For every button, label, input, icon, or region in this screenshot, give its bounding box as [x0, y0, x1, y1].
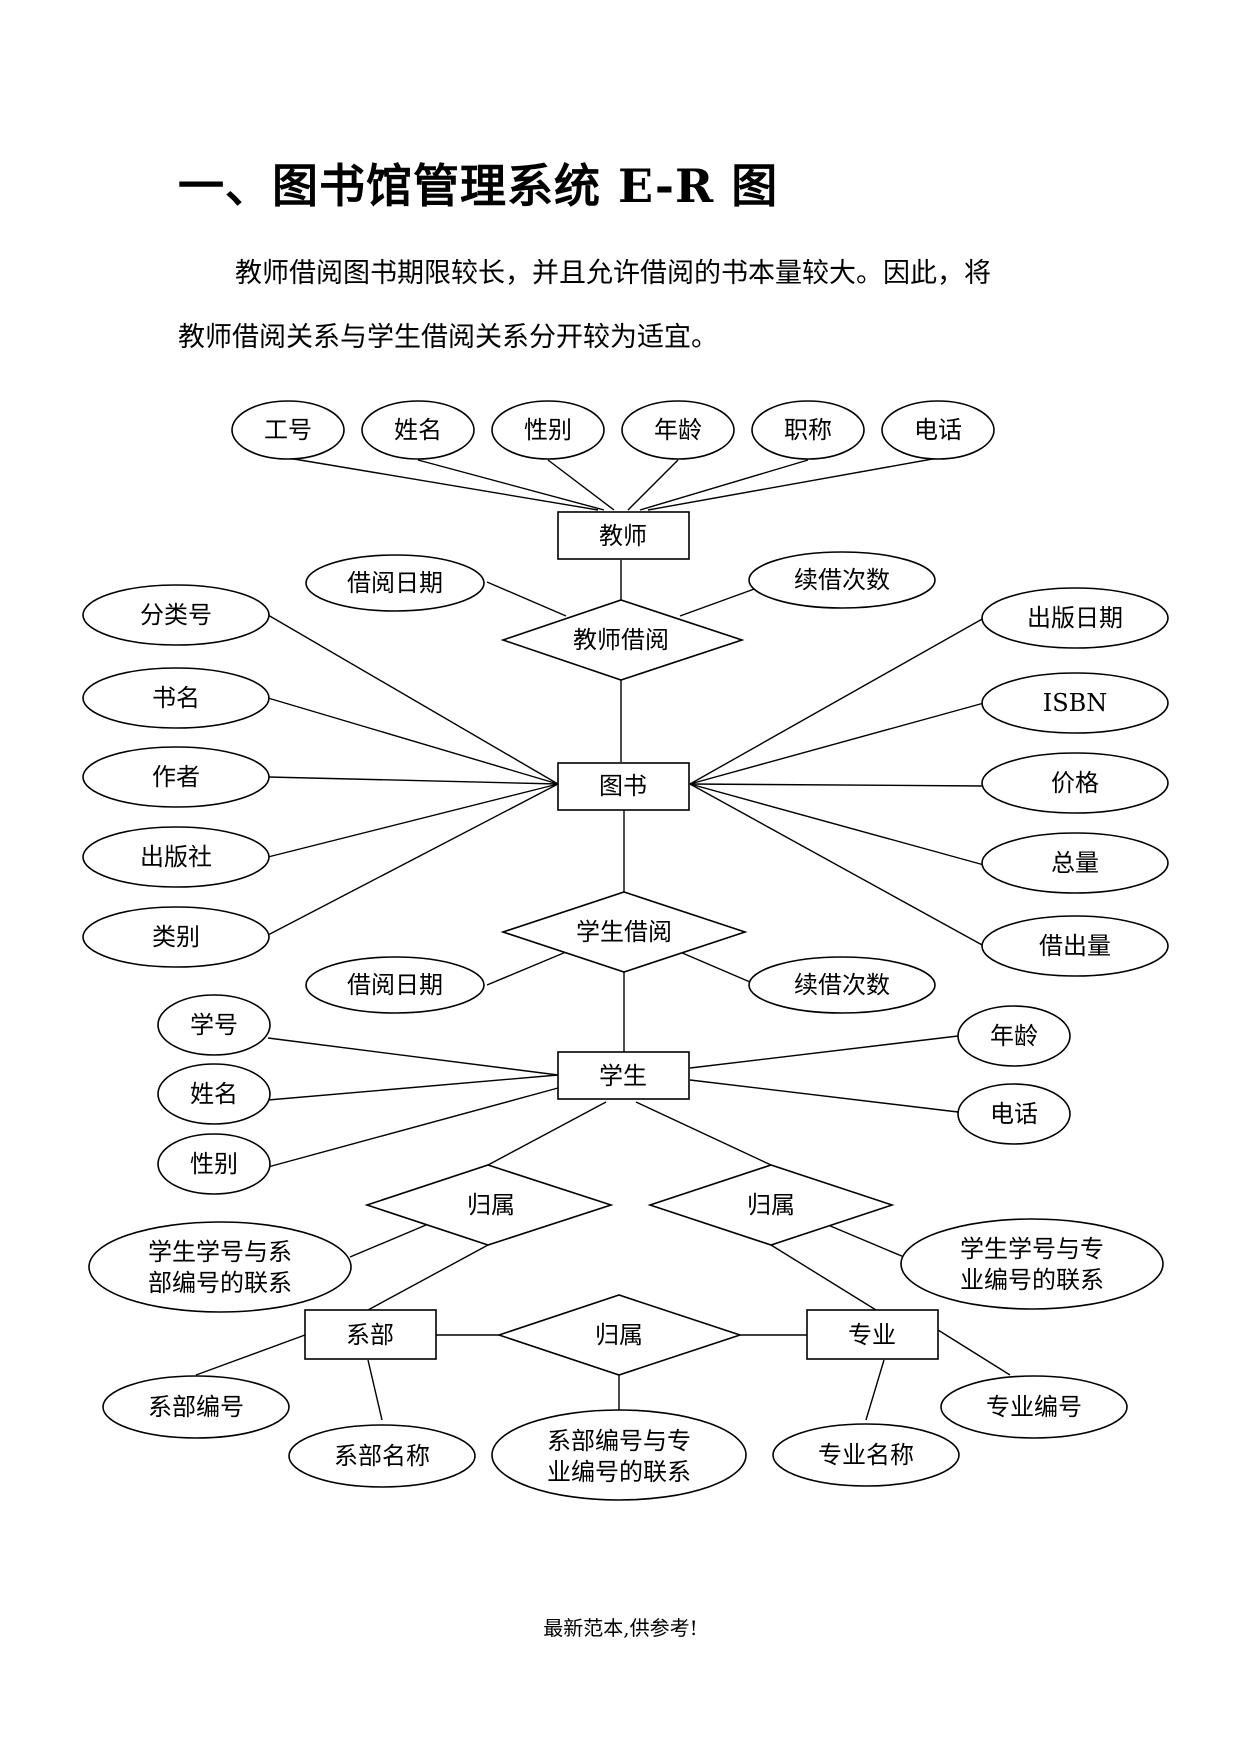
book-attr-ellipse — [82, 667, 270, 729]
student-attr-ellipse — [957, 1005, 1071, 1067]
student-borrow-attr-ellipse — [748, 956, 936, 1014]
relationship-teacher-borrow-diamond — [500, 599, 745, 681]
page-title: 一、图书馆管理系统 E-R 图 — [178, 159, 779, 213]
student-attr-label: 姓名 — [190, 1080, 238, 1108]
belong-dept-major-attr-ellipse — [491, 1409, 747, 1501]
relationship-student-borrow-label: 学生借阅 — [576, 918, 672, 946]
teacher-attr-ellipse — [881, 400, 995, 460]
book-attr-ellipse — [981, 672, 1169, 734]
teacher-attr-label: 工号 — [264, 416, 312, 444]
entity-teacher-label: 教师 — [599, 522, 647, 550]
book-attr-ellipse — [82, 826, 270, 888]
teacher-attr-label: 姓名 — [394, 416, 442, 444]
book-attr-label: 类别 — [152, 923, 200, 951]
relationship-belong-major-label: 归属 — [747, 1191, 795, 1219]
relationship-student-borrow-diamond — [500, 891, 748, 973]
entity-department-box — [304, 1309, 437, 1360]
relationship-belong-major-diamond — [647, 1164, 895, 1246]
student-borrow-attr-label: 续借次数 — [794, 971, 890, 999]
teacher-attr-ellipse — [361, 400, 475, 460]
belong-dept-major-attr-label-line2: 业编号的联系 — [547, 1458, 691, 1486]
major-attr-label: 专业编号 — [986, 1393, 1082, 1421]
teacher-borrow-attr-ellipse — [748, 551, 936, 609]
book-attr-ellipse — [981, 915, 1169, 977]
entity-department-label: 系部 — [346, 1321, 394, 1349]
student-borrow-attr-label: 借阅日期 — [347, 971, 443, 999]
book-attr-ellipse — [82, 746, 270, 808]
page-footer: 最新范本,供参考! — [543, 1616, 698, 1640]
book-attr-label: 作者 — [152, 763, 200, 791]
book-attr-ellipse — [82, 906, 270, 968]
student-attr-ellipse — [157, 1133, 271, 1195]
book-attr-label: 书名 — [152, 684, 200, 712]
entity-student-label: 学生 — [599, 1062, 647, 1090]
teacher-attr-ellipse — [231, 400, 345, 460]
entity-teacher-box — [557, 511, 690, 560]
relationship-belong-dept-major-label: 归属 — [595, 1321, 643, 1349]
relationship-belong-dept-diamond — [364, 1164, 614, 1246]
major-attr-label: 专业名称 — [818, 1441, 914, 1469]
book-attr-ellipse — [981, 832, 1169, 894]
book-attr-ellipse — [82, 584, 270, 646]
relationship-teacher-borrow-label: 教师借阅 — [573, 626, 669, 654]
belong-dept-major-attr-label-line1: 系部编号与专 — [547, 1427, 691, 1455]
teacher-borrow-attr-ellipse — [305, 554, 485, 612]
entity-major-box — [806, 1309, 939, 1360]
belong-dept-attr-label-line1: 学生学号与系 — [148, 1238, 292, 1266]
department-attr-label: 系部编号 — [148, 1393, 244, 1421]
book-attr-label: ISBN — [1043, 689, 1108, 717]
teacher-attr-label: 职称 — [784, 416, 832, 444]
book-attr-label: 分类号 — [140, 601, 212, 629]
entity-book-label: 图书 — [599, 772, 647, 800]
major-attr-ellipse — [772, 1423, 960, 1487]
connector-lines — [195, 457, 1011, 1421]
intro-paragraph-line-1: 教师借阅图书期限较长，并且允许借阅的书本量较大。因此，将 — [235, 258, 991, 289]
book-attr-label: 价格 — [1051, 769, 1099, 797]
belong-dept-attr-ellipse — [88, 1221, 352, 1313]
book-attr-label: 借出量 — [1039, 932, 1111, 960]
intro-paragraph-line-2: 教师借阅关系与学生借阅关系分开较为适宜。 — [178, 322, 718, 353]
entity-book-box — [557, 762, 690, 811]
major-attr-ellipse — [940, 1375, 1128, 1439]
belong-major-attr-ellipse — [900, 1218, 1164, 1310]
department-attr-ellipse — [102, 1375, 290, 1439]
book-attr-ellipse — [981, 587, 1169, 649]
student-attr-label: 学号 — [190, 1011, 238, 1039]
belong-dept-attr-label-line2: 部编号的联系 — [148, 1269, 292, 1297]
teacher-borrow-attr-label: 续借次数 — [794, 566, 890, 594]
entity-student-box — [557, 1051, 690, 1100]
entity-major-label: 专业 — [848, 1321, 896, 1349]
student-attr-label: 年龄 — [990, 1022, 1038, 1050]
belong-major-attr-label-line2: 业编号的联系 — [960, 1266, 1104, 1294]
student-attr-ellipse — [957, 1083, 1071, 1145]
teacher-attr-label: 电话 — [914, 416, 962, 444]
teacher-borrow-attr-label: 借阅日期 — [347, 569, 443, 597]
book-attr-label: 出版社 — [140, 843, 212, 871]
student-attr-ellipse — [157, 1063, 271, 1125]
department-attr-ellipse — [288, 1424, 476, 1488]
student-attr-label: 电话 — [990, 1100, 1038, 1128]
teacher-attr-ellipse — [621, 400, 735, 460]
teacher-attr-label: 年龄 — [654, 416, 702, 444]
relationship-belong-dept-label: 归属 — [467, 1191, 515, 1219]
belong-major-attr-label-line1: 学生学号与专 — [960, 1235, 1104, 1263]
teacher-attr-label: 性别 — [524, 416, 572, 444]
student-attr-label: 性别 — [190, 1150, 238, 1178]
teacher-attr-ellipse — [491, 400, 605, 460]
book-attr-label: 出版日期 — [1027, 604, 1123, 632]
student-borrow-attr-ellipse — [305, 956, 485, 1014]
book-attr-ellipse — [981, 752, 1169, 814]
department-attr-label: 系部名称 — [334, 1442, 430, 1470]
relationship-belong-dept-major-diamond — [496, 1294, 743, 1376]
student-attr-ellipse — [157, 994, 271, 1056]
teacher-attr-ellipse — [751, 400, 865, 460]
book-attr-label: 总量 — [1051, 849, 1099, 877]
